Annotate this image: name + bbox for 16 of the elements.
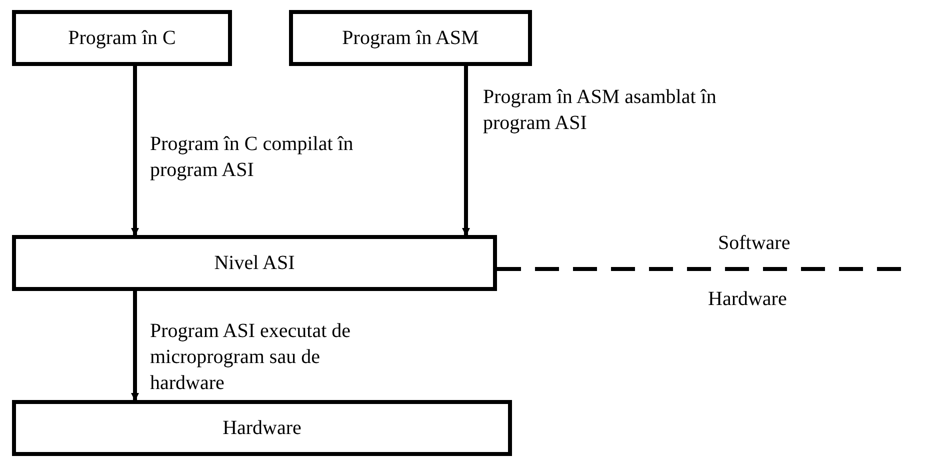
edge-label: Program ASI executat de microprogram sau de hardware bbox=[150, 319, 352, 396]
process-box bbox=[289, 10, 532, 66]
arrow bbox=[462, 66, 470, 236]
layer-label: Software bbox=[718, 231, 790, 256]
layer-label: Hardware bbox=[708, 287, 787, 312]
box-label: Program în C bbox=[68, 26, 176, 50]
process-box bbox=[12, 235, 497, 291]
process-box bbox=[12, 400, 512, 456]
box-label: Program în ASM bbox=[342, 26, 479, 50]
process-box bbox=[12, 10, 232, 66]
box-label: Hardware bbox=[222, 416, 302, 440]
arrow bbox=[131, 291, 139, 401]
edge-label: Program în ASM asamblat în program ASI bbox=[483, 85, 718, 136]
arrow bbox=[131, 66, 139, 236]
edge-label: Program în C compilat în program ASI bbox=[150, 132, 354, 183]
box-label: Nivel ASI bbox=[214, 252, 295, 274]
